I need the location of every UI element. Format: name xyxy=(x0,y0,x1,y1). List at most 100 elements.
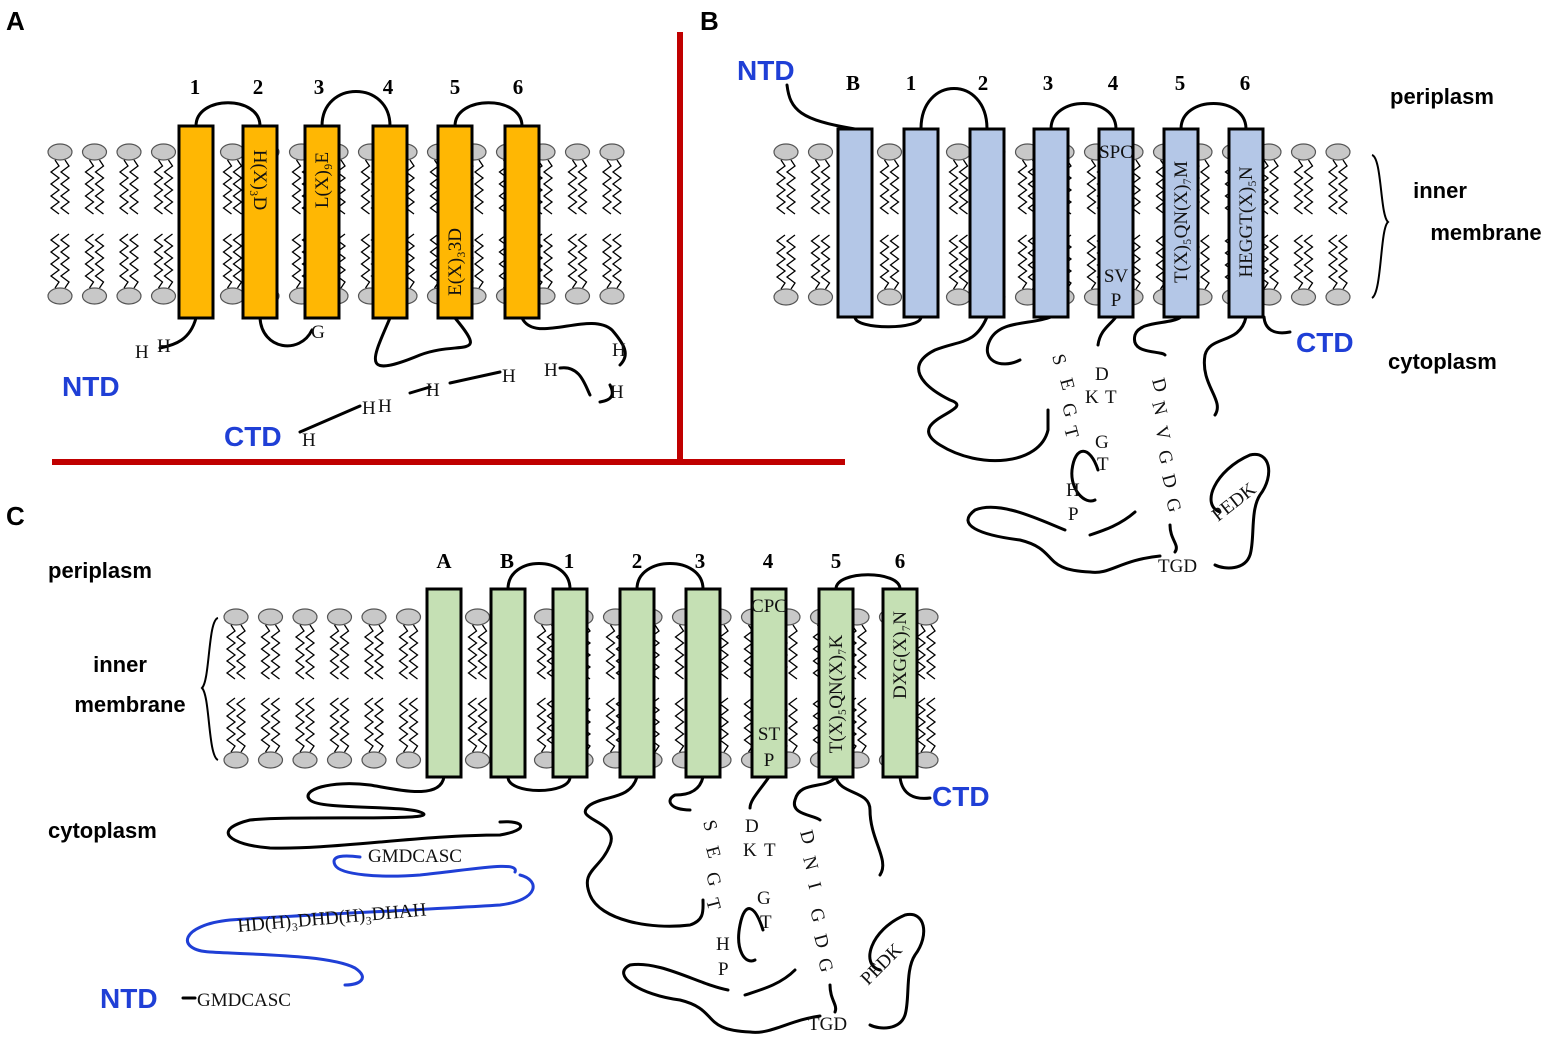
tgd-c: TGD xyxy=(808,1014,847,1035)
lipid-head xyxy=(807,288,834,306)
lipid-tail xyxy=(118,159,130,215)
lipid-tail xyxy=(408,624,419,680)
lipid-tail xyxy=(1337,159,1349,215)
helix-c-4 xyxy=(618,587,656,779)
loop-c-5-6 xyxy=(834,573,902,591)
periplasm-label-c: periplasm xyxy=(48,558,152,583)
lipid-tail xyxy=(810,159,821,215)
tm-number-c: 5 xyxy=(831,549,842,573)
lipid-tail xyxy=(94,233,105,289)
lipid-head xyxy=(257,751,284,769)
lipid-tail xyxy=(329,697,340,753)
lipid-tail xyxy=(787,697,799,753)
lipid-tail xyxy=(163,159,174,215)
panel-label-c: C xyxy=(6,501,25,531)
loop-c-A-loop xyxy=(226,775,523,850)
lipid-tail xyxy=(785,159,797,215)
lipid-head xyxy=(223,608,249,626)
lipid-tail xyxy=(360,233,371,289)
lipid-tail xyxy=(856,624,868,680)
helix-b-2 xyxy=(902,127,940,319)
lipid-tail xyxy=(339,624,350,680)
tm-number-b: 6 xyxy=(1240,71,1251,95)
lipid-tail xyxy=(601,233,613,289)
residue-c-seg: G xyxy=(701,870,725,889)
loop-b-B-1 xyxy=(853,315,923,329)
lipid-tail xyxy=(408,697,419,753)
loop-b-g xyxy=(1168,523,1178,554)
lipid-tail xyxy=(1268,159,1280,215)
loop-b-2-3 xyxy=(917,315,1050,463)
residue-c-dnigdg: D xyxy=(809,932,833,951)
residue-c-dktgt: D xyxy=(745,816,759,837)
helix-b-5 xyxy=(1097,127,1135,319)
lipid-head xyxy=(292,751,318,769)
lipid-tail xyxy=(339,697,350,753)
lipid-head xyxy=(116,143,142,161)
lipid-tail xyxy=(335,159,347,215)
residue-b-seg: E xyxy=(1055,376,1078,393)
tm-number-b: B xyxy=(846,71,860,95)
ctd-label-a: CTD xyxy=(224,421,282,452)
loop-b-6-down xyxy=(1202,315,1248,417)
blue-seq-2-c: HD(H)₃DHD(H)₃DHAH xyxy=(237,900,428,937)
residue-c-dnigdg: N xyxy=(798,854,822,873)
lipid-tail xyxy=(222,233,233,289)
lipid-tail xyxy=(335,233,347,289)
loop-a-c-3 xyxy=(448,370,502,385)
residue-a-c: H xyxy=(544,360,558,381)
lipid-tail xyxy=(879,159,890,215)
lipid-tail xyxy=(304,624,316,680)
lipid-head xyxy=(876,143,903,161)
helix4-top-c: CPC xyxy=(751,596,787,617)
lipid-head xyxy=(257,608,284,626)
motif-a-2: H(X)₃D xyxy=(249,150,270,210)
ntd-label-a: NTD xyxy=(62,371,120,402)
helix-a-3 xyxy=(303,124,341,320)
lipid-tail xyxy=(128,159,140,215)
loop-c-B-1-bottom xyxy=(506,775,572,792)
motif-a-3-group: L(X)₉E xyxy=(312,152,333,208)
lipid-tail xyxy=(1303,234,1314,290)
loop-a-3-4 xyxy=(320,90,392,128)
loop-b-nterm xyxy=(785,83,857,131)
lipid-tail xyxy=(611,233,623,289)
membrane-label-b: membrane xyxy=(1430,220,1541,245)
lipid-tail xyxy=(270,624,281,680)
lipid-tail xyxy=(674,697,685,753)
lipid-tail xyxy=(1086,234,1097,290)
lipid-tail xyxy=(775,234,787,290)
lipid-tail xyxy=(235,697,247,753)
lipid-tail xyxy=(856,697,868,753)
lipid-tail xyxy=(820,234,831,290)
lipid-tail xyxy=(889,159,900,215)
loop-b-5-6 xyxy=(1179,102,1248,131)
lipid-tail xyxy=(363,697,375,753)
lipid-tail xyxy=(225,697,237,753)
residue-c-dnigdg: I xyxy=(803,880,825,892)
helix-a-4 xyxy=(371,124,409,320)
loop-a-6-tail xyxy=(520,316,627,367)
lipid-tail xyxy=(1268,234,1280,290)
lipid-tail xyxy=(536,624,547,680)
lipid-tail xyxy=(1327,234,1339,290)
lipid-tail xyxy=(775,159,787,215)
blue-seq-1-c: GMDCASC xyxy=(368,846,462,867)
ctd-label-b: CTD xyxy=(1296,327,1354,358)
lipid-tail xyxy=(291,159,302,215)
loop-c-5-down xyxy=(792,775,838,822)
residue-b-seg: G xyxy=(1057,401,1081,420)
loop-a-5-6 xyxy=(453,101,524,128)
motif-a-2-group: H(X)₃D xyxy=(249,150,270,210)
residue-c-dktgt: G xyxy=(757,888,771,909)
helix-a-6 xyxy=(503,124,541,320)
lipid-tail xyxy=(718,697,730,753)
motif-a-5-group: E(X)₃3D xyxy=(445,228,466,296)
lipid-tail xyxy=(1199,159,1211,215)
helix4-p-c: P xyxy=(764,750,775,771)
residue-a-c: H xyxy=(612,340,626,361)
ntd-label-c: NTD xyxy=(100,983,158,1014)
lipid-tail xyxy=(473,233,485,289)
lipid-tail xyxy=(232,233,243,289)
loop-a-nterm xyxy=(158,316,198,350)
